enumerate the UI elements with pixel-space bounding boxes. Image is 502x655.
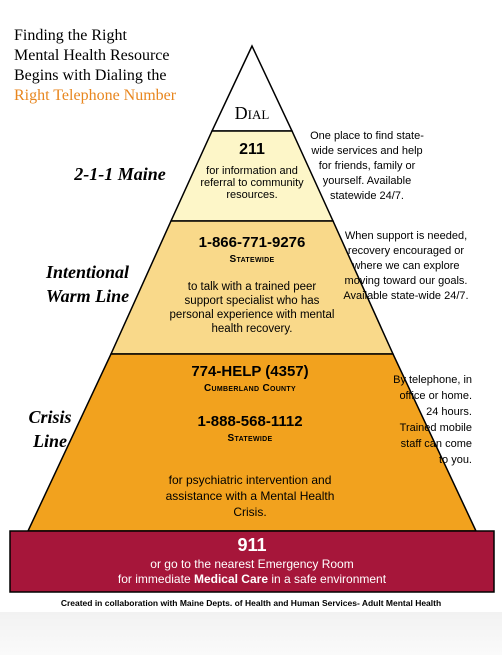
side-label-warmline-line2: Warm Line — [45, 286, 130, 306]
side-label-211: 2-1-1 Maine — [74, 164, 166, 184]
911-line-2: for immediate Medical Care in a safe env… — [10, 572, 494, 586]
side-label-crisis-line2: Line — [33, 431, 67, 451]
911-line-1: or go to the nearest Emergency Room — [150, 557, 354, 571]
side-label-warmline-line1: Intentional — [45, 262, 130, 282]
tier-911-band — [9, 530, 495, 593]
title-line-4: Right Telephone Number — [14, 87, 177, 104]
description-crisis: for psychiatric intervention and assista… — [165, 473, 335, 519]
scope-crisis-cumberland: Cumberland County — [204, 383, 296, 394]
number-911: 911 — [237, 535, 267, 555]
page-title: Finding the Right Mental Health Resource… — [14, 26, 176, 106]
number-crisis-cumberland: 774-HELP (4357) — [191, 363, 309, 380]
side-label-crisis: Crisis Line — [20, 405, 80, 453]
dial-label: Dial — [234, 103, 270, 123]
number-211: 211 — [239, 141, 265, 158]
description-warmline: to talk with a trained peer support spec… — [169, 281, 335, 335]
title-line-3: Begins with Dialing the — [14, 67, 167, 84]
title-line-1: Finding the Right — [14, 27, 127, 44]
911-line-2-prefix: for immediate — [117, 572, 194, 586]
number-warmline: 1-866-771-9276 — [198, 234, 306, 251]
note-crisis: By telephone, in office or home. 24 hour… — [393, 374, 472, 466]
scope-crisis-statewide: Statewide — [227, 433, 273, 444]
scope-warmline: Statewide — [229, 254, 275, 265]
note-warmline: When support is needed, recovery encoura… — [343, 230, 469, 302]
911-line-2-emphasis: Medical Care — [193, 572, 268, 586]
page-bottom-shade — [0, 612, 502, 655]
side-label-warmline: Intentional Warm Line — [30, 260, 145, 308]
footer-credit: Created in collaboration with Maine Dept… — [60, 598, 442, 608]
side-label-crisis-line1: Crisis — [28, 407, 72, 427]
description-211: for information and referral to communit… — [200, 165, 304, 201]
911-line-2-suffix: in a safe environment — [268, 572, 387, 586]
note-211: One place to find state-wide services an… — [310, 130, 424, 202]
number-crisis-statewide: 1-888-568-1112 — [197, 413, 303, 430]
title-line-2: Mental Health Resource — [14, 47, 170, 64]
